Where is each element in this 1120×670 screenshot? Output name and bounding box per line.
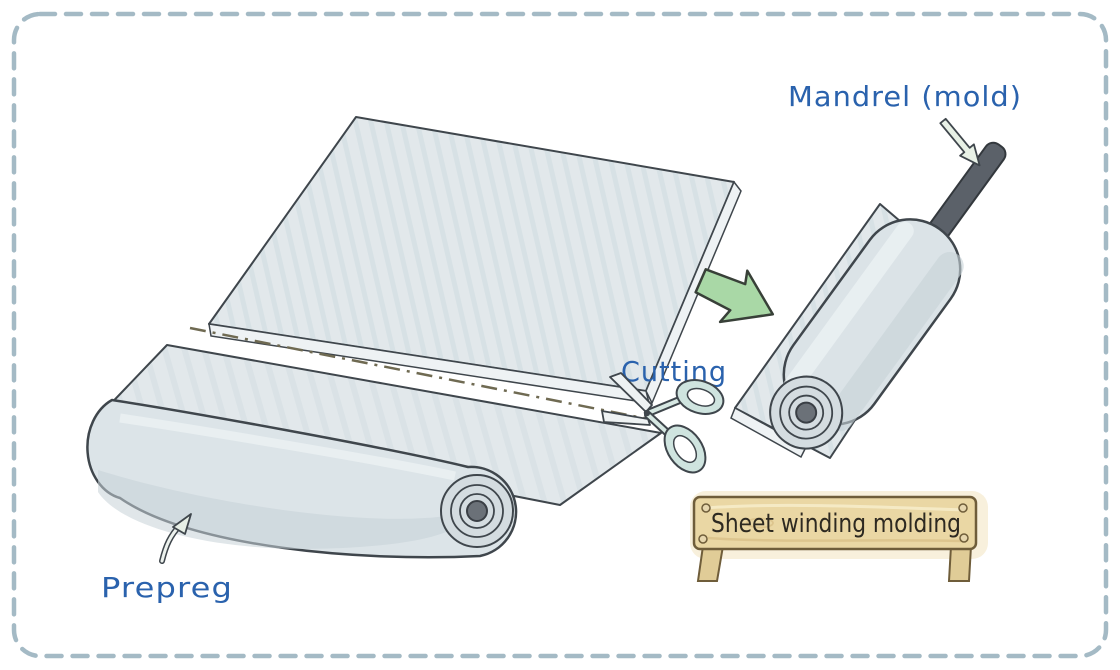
top-sheet bbox=[208, 116, 742, 405]
prepreg-roll-shading bbox=[98, 470, 468, 549]
sign-screw bbox=[959, 533, 969, 543]
pointer-arrow-icon bbox=[939, 117, 981, 167]
sign-screw bbox=[698, 534, 708, 544]
sign-grain bbox=[707, 536, 963, 543]
sign-leg-right bbox=[947, 545, 973, 582]
curved-arrow-icon bbox=[159, 513, 192, 564]
sign-grain bbox=[704, 503, 966, 512]
wound-roll-ring bbox=[779, 385, 834, 440]
wound-roll-shading bbox=[825, 252, 964, 432]
sign-title: Sheet winding molding bbox=[711, 509, 961, 539]
top-sheet-texture bbox=[208, 116, 735, 392]
top-sheet-thickness-right bbox=[645, 180, 742, 405]
prepreg-sheet bbox=[99, 344, 662, 506]
prepreg-roll-ring bbox=[450, 484, 504, 538]
scissors-icon bbox=[601, 372, 725, 474]
prepreg-sheet-texture bbox=[99, 344, 662, 506]
sign-knot bbox=[746, 517, 774, 529]
cutting-label: Cutting bbox=[621, 355, 727, 388]
cut-line bbox=[189, 326, 649, 421]
prepreg-roll-ring bbox=[459, 493, 495, 529]
sign: Sheet winding molding bbox=[690, 491, 988, 582]
sign-screw bbox=[701, 503, 711, 513]
sign-screw bbox=[958, 503, 968, 513]
wound-roll-highlight bbox=[782, 221, 914, 396]
prepreg-roll-core bbox=[466, 500, 488, 522]
sign-leg-left bbox=[696, 545, 725, 582]
wound-roll-ring bbox=[788, 394, 825, 431]
prepreg-roll bbox=[86, 398, 518, 559]
block-arrow-icon bbox=[694, 268, 775, 324]
winding-assembly bbox=[730, 141, 1007, 459]
mandrel-label: Mandrel (mold) bbox=[788, 80, 1022, 113]
sign-board bbox=[692, 495, 978, 551]
wound-roll-core bbox=[795, 401, 818, 424]
figure-border bbox=[11, 11, 1109, 659]
prepreg-label: Prepreg bbox=[101, 571, 233, 604]
prepreg-roll-highlight bbox=[119, 413, 456, 481]
